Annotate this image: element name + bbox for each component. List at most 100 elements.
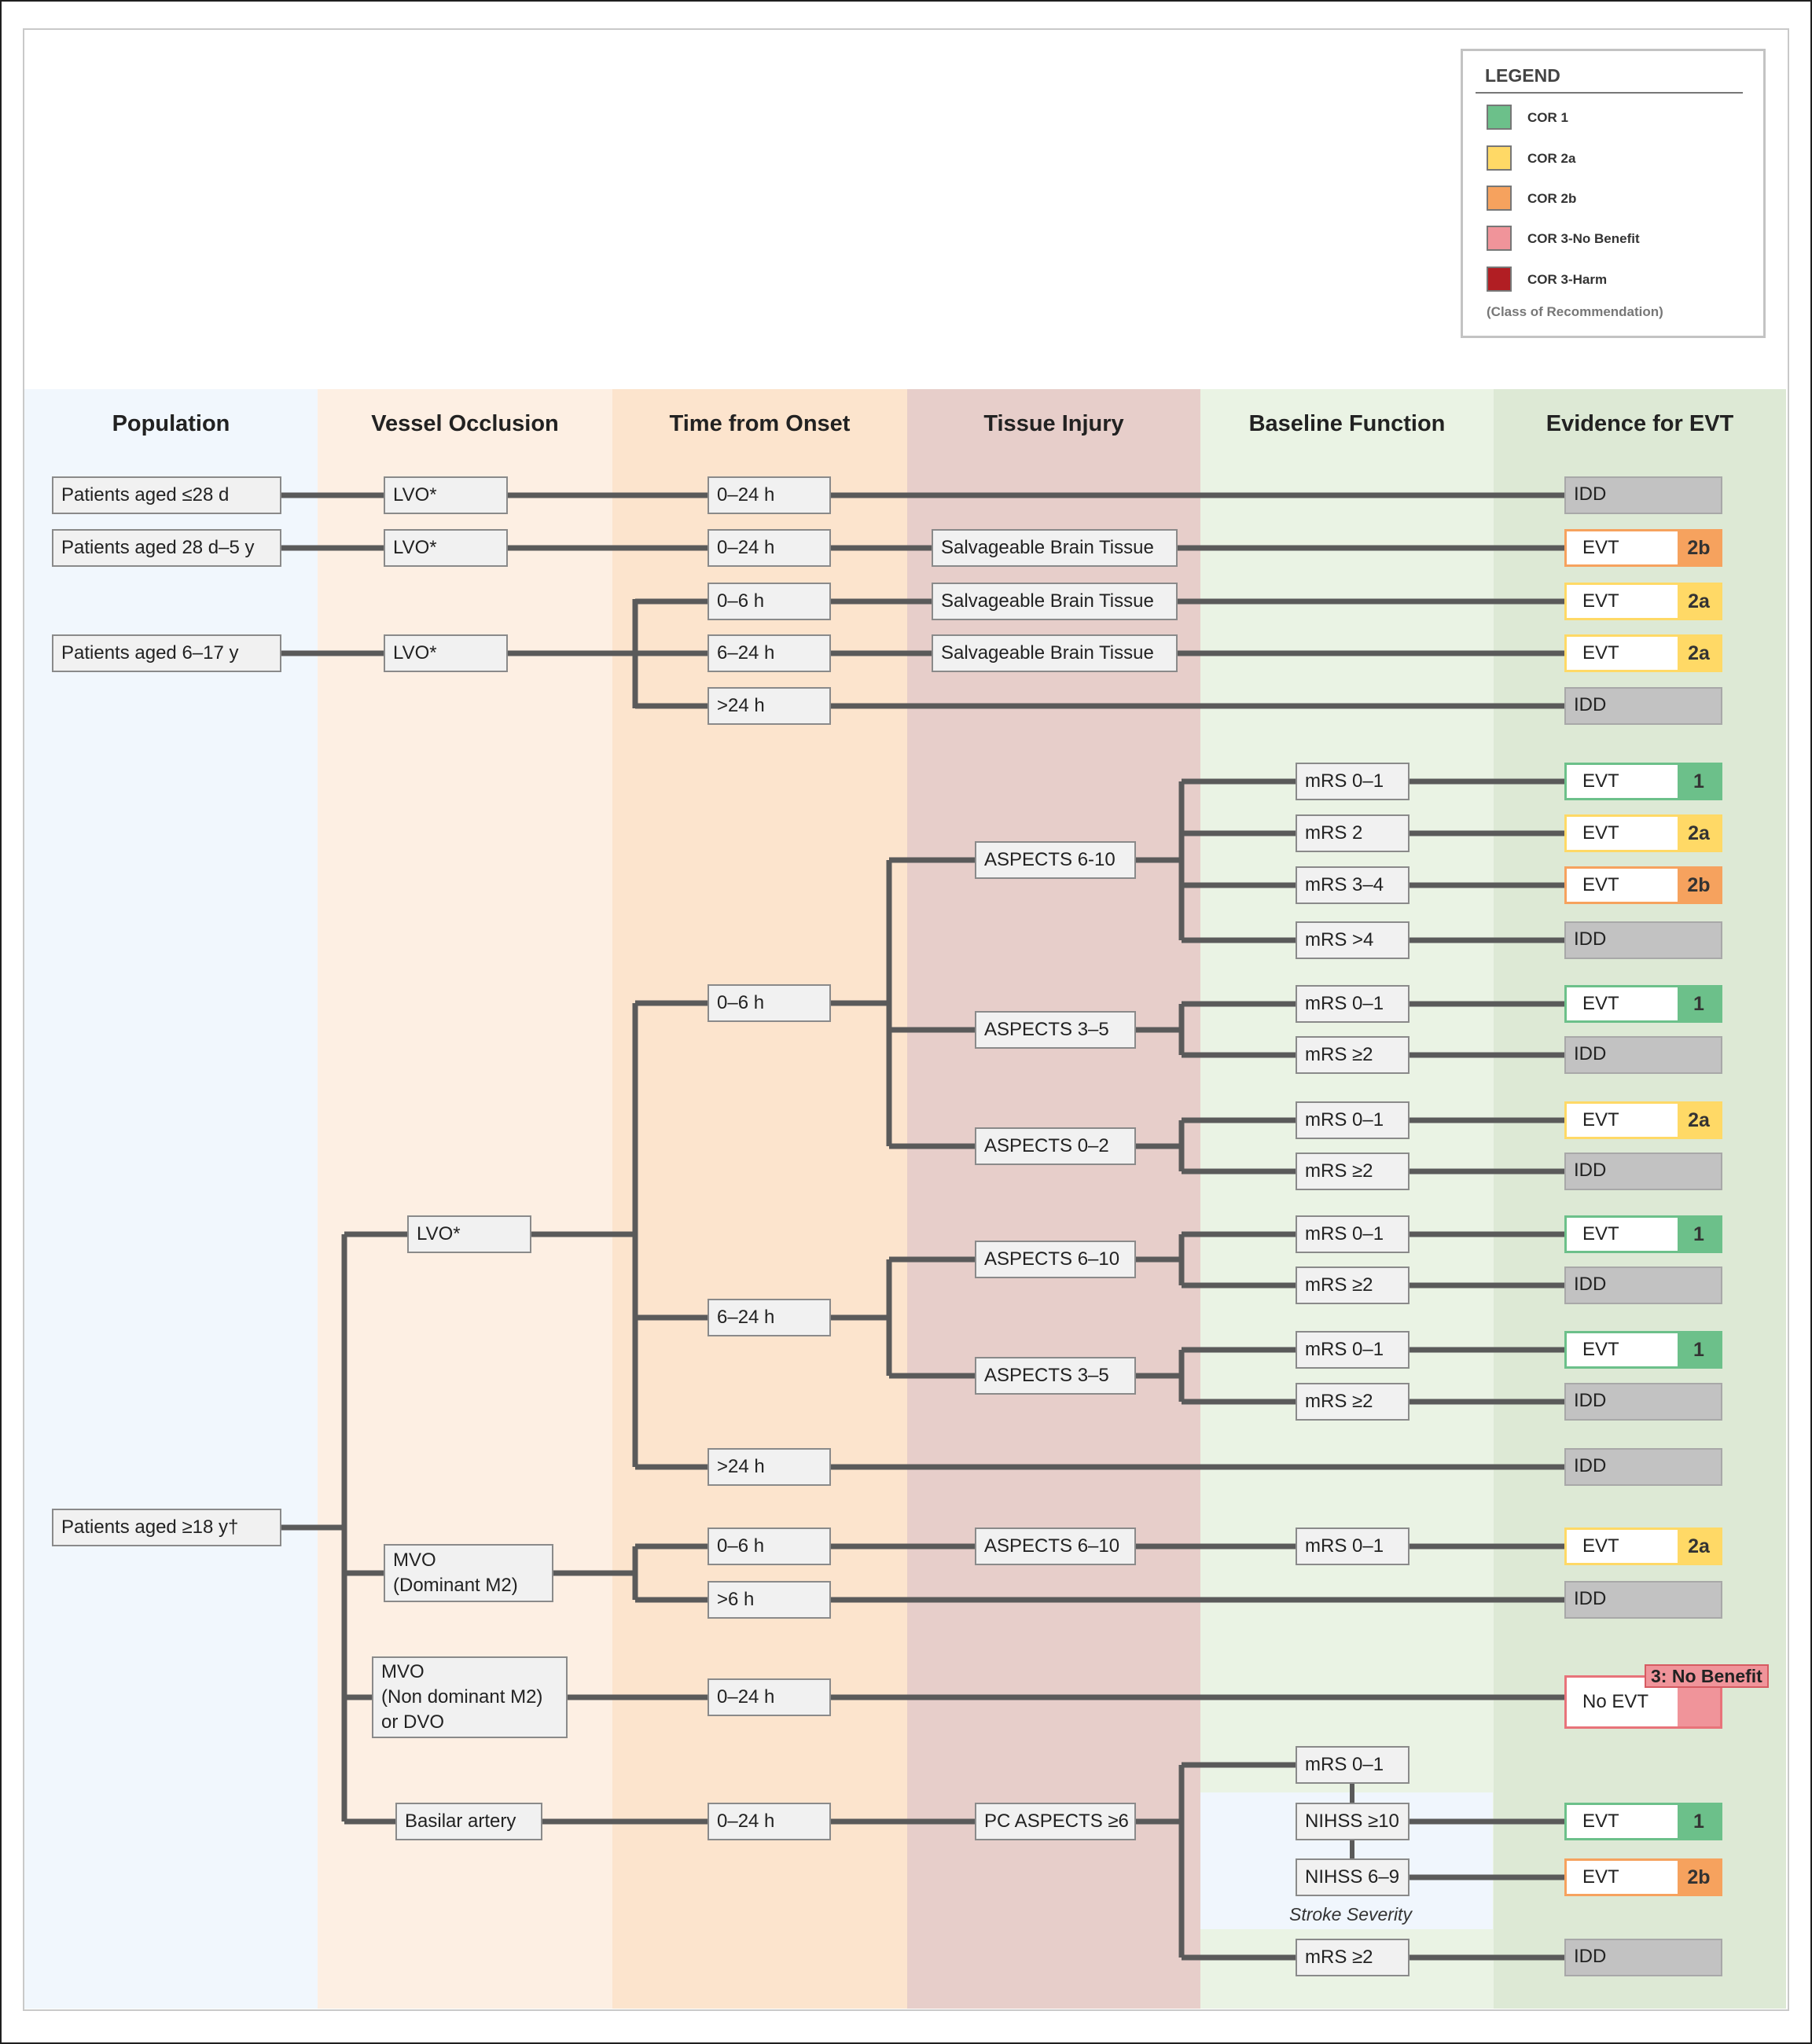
time-box: >24 h [708, 1448, 831, 1486]
stroke-severity-label: Stroke Severity [1289, 1904, 1412, 1925]
cor-badge: 2a [1678, 1530, 1720, 1563]
evidence-idd: IDD [1564, 1581, 1722, 1619]
baseline-box-mrs: mRS 0–1 [1296, 985, 1410, 1023]
population-box-adult: Patients aged ≥18 y† [52, 1509, 281, 1546]
baseline-box-mrs: mRS 0–1 [1296, 1101, 1410, 1139]
legend-label: COR 3-No Benefit [1527, 231, 1640, 246]
legend-swatch-cor2a [1487, 145, 1512, 171]
population-box-neonate: Patients aged ≤28 d [52, 476, 281, 514]
cor-badge: 1 [1678, 1218, 1720, 1251]
evidence-idd: IDD [1564, 687, 1722, 725]
population-box-child: Patients aged 6–17 y [52, 634, 281, 672]
tissue-box-aspects: ASPECTS 3–5 [975, 1011, 1136, 1049]
vessel-box-lvo: LVO* [384, 476, 508, 514]
cor-badge-no-benefit: 3: No Benefit [1645, 1664, 1769, 1688]
baseline-box-nihss: NIHSS ≥10 [1296, 1803, 1410, 1840]
cor-badge: 2b [1678, 531, 1720, 564]
baseline-box-mrs: mRS 3–4 [1296, 866, 1410, 904]
cor-badge: 2b [1678, 869, 1720, 902]
time-box: 0–6 h [708, 1527, 831, 1565]
vessel-box-mvo-dominant: MVO (Dominant M2) [384, 1544, 553, 1602]
header-vessel-occlusion: Vessel Occlusion [371, 411, 559, 436]
tissue-box-aspects: ASPECTS 3–5 [975, 1357, 1136, 1395]
legend-label: COR 3-Harm [1527, 272, 1608, 287]
evidence-idd: IDD [1564, 1153, 1722, 1190]
baseline-box-nihss: NIHSS 6–9 [1296, 1858, 1410, 1896]
vessel-box-lvo: LVO* [407, 1215, 531, 1253]
time-box: 0–24 h [708, 1678, 831, 1716]
legend: LEGEND COR 1 COR 2a COR 2b COR 3-No Bene… [1461, 49, 1766, 338]
header-tissue-injury: Tissue Injury [983, 411, 1124, 436]
baseline-box-mrs: mRS 0–1 [1296, 1215, 1410, 1253]
header-population: Population [112, 411, 230, 436]
tissue-box-salvageable: Salvageable Brain Tissue [932, 583, 1178, 620]
evidence-idd: IDD [1564, 1266, 1722, 1304]
cor-badge: 2a [1678, 585, 1720, 618]
baseline-box-mrs: mRS 0–1 [1296, 1331, 1410, 1369]
baseline-box-mrs: mRS 0–1 [1296, 1527, 1410, 1565]
baseline-box-mrs: mRS ≥2 [1296, 1383, 1410, 1421]
baseline-box-mrs: mRS 0–1 [1296, 1746, 1410, 1784]
vessel-box-lvo: LVO* [384, 529, 508, 567]
vessel-box-lvo: LVO* [384, 634, 508, 672]
time-box: 0–24 h [708, 476, 831, 514]
vessel-box-basilar: Basilar artery [395, 1803, 542, 1840]
baseline-box-mrs: mRS 2 [1296, 814, 1410, 852]
cor-badge: 1 [1678, 1333, 1720, 1366]
legend-title: LEGEND [1485, 65, 1560, 86]
legend-divider [1476, 92, 1743, 94]
baseline-box-mrs: mRS 0–1 [1296, 763, 1410, 800]
legend-swatch-cor2b [1487, 186, 1512, 211]
tissue-box-aspects: ASPECTS 0–2 [975, 1127, 1136, 1165]
evidence-idd: IDD [1564, 1383, 1722, 1421]
baseline-box-mrs: mRS ≥2 [1296, 1939, 1410, 1976]
time-box: >6 h [708, 1581, 831, 1619]
tissue-box-aspects: ASPECTS 6–10 [975, 1241, 1136, 1278]
evidence-idd: IDD [1564, 921, 1722, 959]
header-baseline-function: Baseline Function [1248, 411, 1446, 436]
tissue-box-aspects: ASPECTS 6–10 [975, 1527, 1136, 1565]
baseline-box-mrs: mRS ≥2 [1296, 1153, 1410, 1190]
cor-badge: 2b [1678, 1861, 1720, 1894]
baseline-box-mrs: mRS >4 [1296, 921, 1410, 959]
header-time-from-onset: Time from Onset [669, 411, 851, 436]
tissue-box-salvageable: Salvageable Brain Tissue [932, 529, 1178, 567]
cor-badge: 1 [1678, 987, 1720, 1020]
population-box-infant: Patients aged 28 d–5 y [52, 529, 281, 567]
legend-label: COR 2b [1527, 191, 1577, 206]
evidence-idd: IDD [1564, 1939, 1722, 1976]
tissue-box-salvageable: Salvageable Brain Tissue [932, 634, 1178, 672]
diagram-panel [23, 28, 1789, 2011]
vessel-box-mvo-nondominant: MVO (Non dominant M2) or DVO [372, 1656, 568, 1738]
legend-swatch-cor3-harm [1487, 267, 1512, 292]
time-box: 0–6 h [708, 583, 831, 620]
cor-badge: 2a [1678, 1104, 1720, 1137]
legend-swatch-cor3-no-benefit [1487, 226, 1512, 251]
time-box: 6–24 h [708, 1299, 831, 1336]
legend-note: (Class of Recommendation) [1487, 304, 1663, 319]
evidence-idd: IDD [1564, 476, 1722, 514]
time-box: 0–6 h [708, 984, 831, 1022]
baseline-box-mrs: mRS ≥2 [1296, 1036, 1410, 1074]
time-box: 0–24 h [708, 529, 831, 567]
evidence-idd: IDD [1564, 1448, 1722, 1486]
time-box: >24 h [708, 687, 831, 725]
time-box: 6–24 h [708, 634, 831, 672]
baseline-box-mrs: mRS ≥2 [1296, 1266, 1410, 1304]
cor-badge: 1 [1678, 765, 1720, 798]
cor-badge: 2a [1678, 637, 1720, 670]
legend-label: COR 1 [1527, 110, 1568, 125]
